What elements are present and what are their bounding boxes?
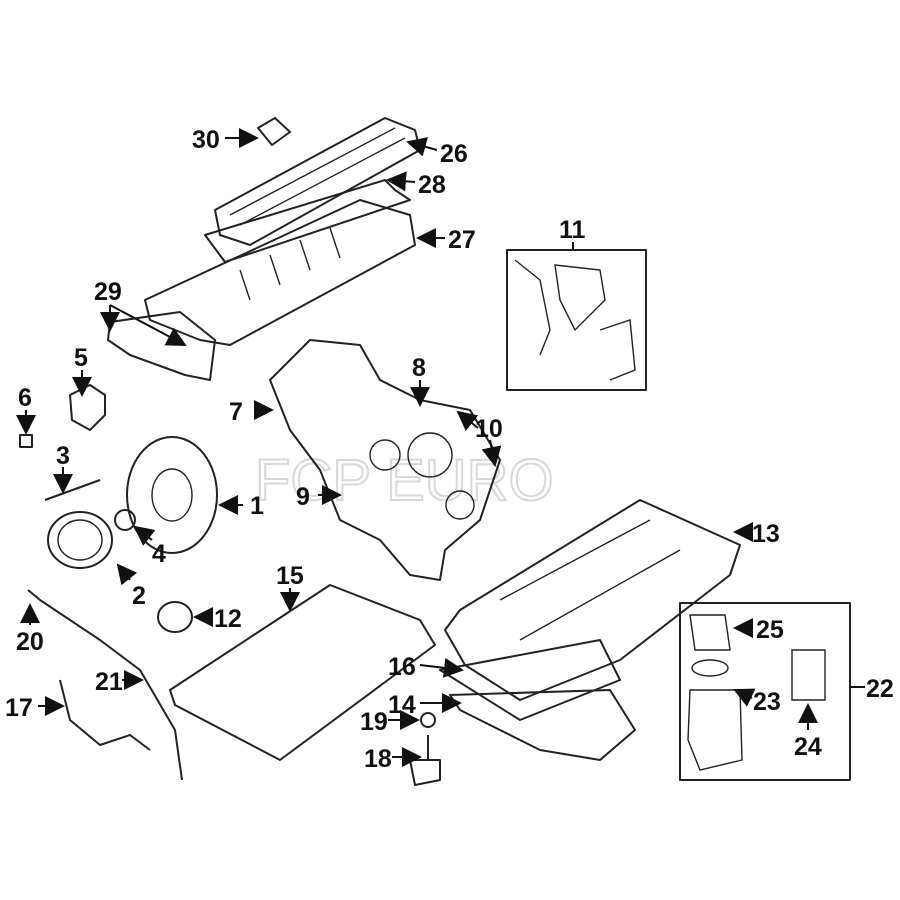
dipstick — [27, 589, 183, 781]
callout-12: 12 — [214, 605, 242, 633]
callout-27-28: 28 — [418, 171, 446, 199]
callout-21: 21 — [95, 668, 123, 696]
callout-15: 15 — [276, 562, 304, 590]
callout-6: 6 — [18, 384, 32, 412]
bolt — [19, 434, 33, 448]
leader-lines — [16, 128, 865, 767]
callout-1: 1 — [250, 492, 264, 520]
washer — [114, 509, 136, 531]
callout-20: 20 — [16, 628, 44, 656]
callout-3: 3 — [56, 442, 70, 470]
oil-pan — [444, 499, 741, 701]
spark-plug-gasket — [107, 311, 216, 381]
callout-13: 13 — [752, 520, 780, 548]
watermark: FCP EURO — [255, 448, 554, 513]
lower-oil-pan — [449, 689, 636, 761]
callout-9: 9 — [296, 483, 310, 511]
cylinder-head-cover — [144, 199, 416, 346]
callout-8: 8 — [412, 354, 426, 382]
callout-5: 5 — [74, 344, 88, 372]
callout-10: 10 — [475, 415, 503, 443]
seal — [157, 601, 193, 633]
callout-30: 30 — [192, 126, 220, 154]
o-ring — [420, 712, 436, 728]
callout-27: 27 — [448, 226, 476, 254]
oil-pan-lower-gasket — [439, 639, 621, 721]
callout-14: 14 — [388, 691, 416, 719]
callout-25: 25 — [756, 616, 784, 644]
callout-17: 17 — [5, 694, 33, 722]
callout-22: 22 — [866, 675, 894, 703]
valve-cover-gasket — [204, 179, 411, 263]
callout-16: 16 — [388, 653, 416, 681]
callout-23: 23 — [753, 688, 781, 716]
oil-level-sensor — [409, 735, 441, 786]
callout-26: 26 — [440, 140, 468, 168]
callout-29: 29 — [94, 278, 122, 306]
sensor-wire — [59, 679, 151, 751]
callout-7: 7 — [229, 398, 243, 426]
oil-pan-gasket — [169, 584, 436, 761]
callout-2: 2 — [132, 582, 146, 610]
oil-cap — [257, 117, 291, 146]
callout-19: 19 — [360, 708, 388, 736]
crank-hub — [47, 511, 113, 569]
oil-filter-housing-kit — [679, 602, 851, 781]
timing-cover-gasket-kit — [506, 249, 647, 391]
callout-24: 24 — [794, 733, 822, 761]
hub — [69, 384, 106, 431]
long-bolt — [44, 479, 101, 501]
callout-4: 4 — [152, 540, 166, 568]
callout-11: 11 — [559, 216, 586, 244]
callout-18: 18 — [364, 745, 392, 773]
crankshaft-pulley — [126, 436, 218, 554]
